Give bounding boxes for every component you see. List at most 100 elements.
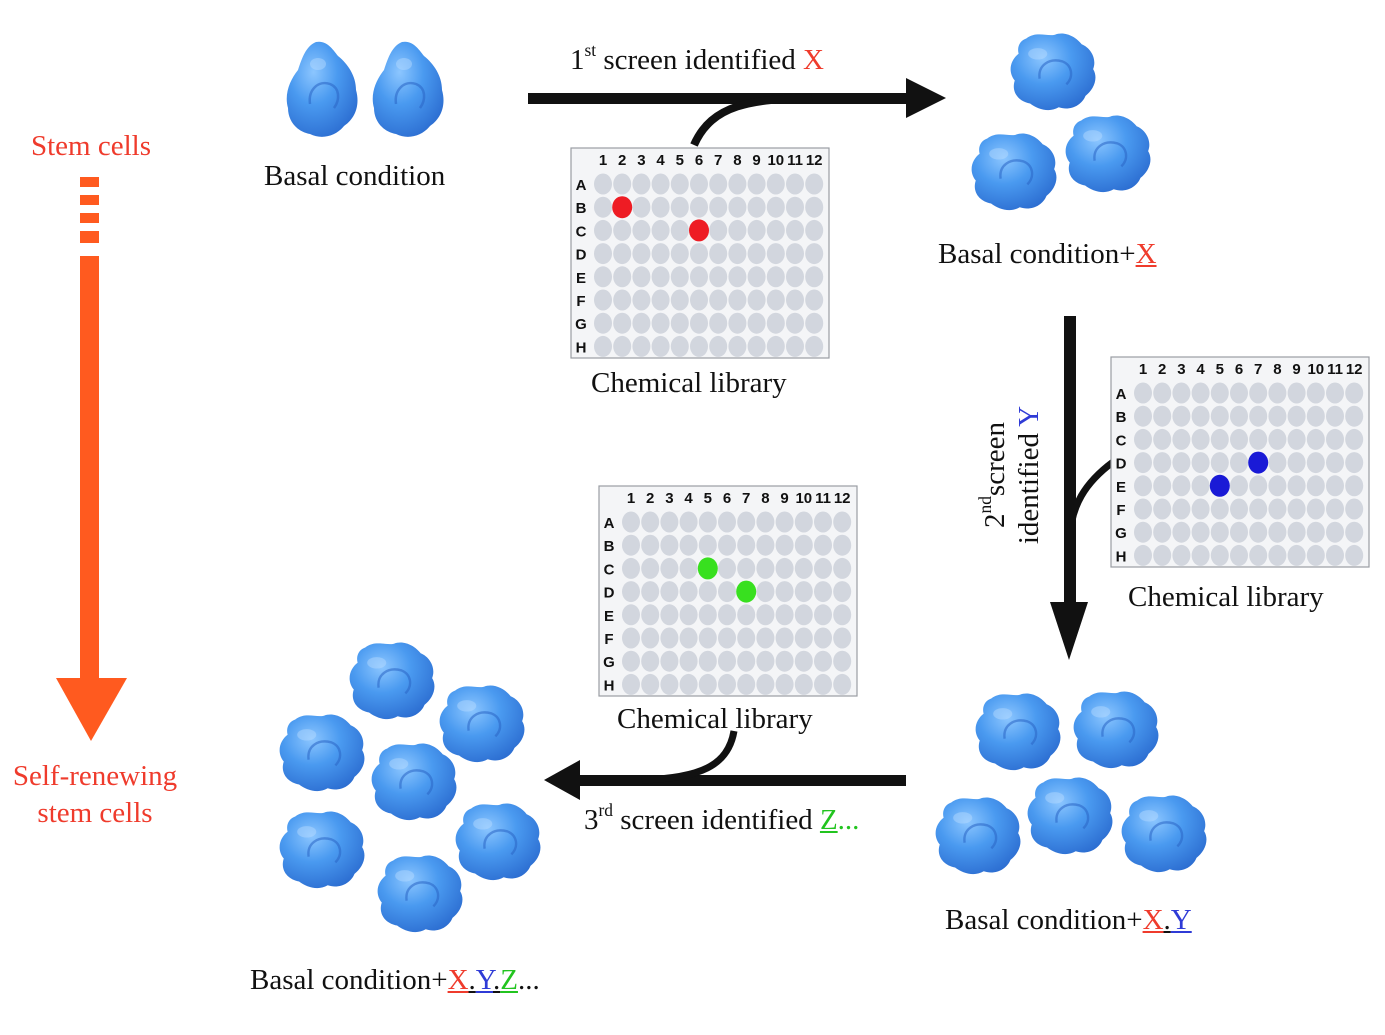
screen-arrow-3 (544, 730, 906, 800)
plate-well (766, 289, 785, 311)
plate-well (670, 335, 689, 357)
plate-well (794, 604, 813, 626)
plate-column-label: 9 (1292, 361, 1300, 378)
plate-well (814, 604, 832, 626)
hit-well (689, 219, 709, 242)
plate-well (1268, 428, 1287, 450)
plate-well (786, 173, 804, 195)
plate-well (1230, 405, 1248, 427)
plate-well (1345, 521, 1364, 543)
plate-well (613, 219, 632, 241)
plate-well (1134, 475, 1152, 497)
plate-well (632, 289, 651, 311)
plate-well (670, 219, 689, 241)
plate-well (660, 673, 679, 695)
plate-well (1345, 452, 1364, 474)
plate-well (747, 266, 766, 288)
stem-cell (376, 854, 464, 934)
plate-well (1326, 428, 1344, 450)
plate-well (670, 243, 689, 265)
plate-row-label: B (1116, 409, 1127, 426)
plate-well (641, 673, 660, 695)
plate-well (632, 219, 651, 241)
stem-cell (1072, 690, 1160, 770)
plate-well (794, 673, 813, 695)
cells-basal-x (970, 32, 1152, 212)
plate-well (814, 673, 832, 695)
plate-well (670, 196, 689, 218)
plate-well (794, 534, 813, 556)
plate-well (833, 650, 852, 672)
plate-well (1134, 428, 1152, 450)
plate-row-label: E (576, 270, 586, 287)
plate-well (622, 581, 640, 603)
plate-well (679, 604, 698, 626)
plate-well (679, 650, 698, 672)
plate-well (622, 650, 640, 672)
plate-well (594, 266, 612, 288)
plate-well (660, 650, 679, 672)
plate-well (814, 511, 832, 533)
dash-segment (80, 213, 99, 223)
plate-well (641, 581, 660, 603)
plate-column-label: 3 (665, 490, 673, 507)
plate-well (1230, 382, 1248, 404)
plate-well (1345, 405, 1364, 427)
plate-well (1287, 498, 1306, 520)
plate-well (1287, 452, 1306, 474)
plate-column-label: 12 (1346, 361, 1363, 378)
plate-well (1153, 521, 1172, 543)
plate-row-label: H (576, 339, 587, 356)
plate-well (737, 650, 756, 672)
plate-well (679, 627, 698, 649)
plate-well (622, 627, 640, 649)
plate-well (1172, 428, 1191, 450)
plate-well (1306, 452, 1325, 474)
plate-well (1230, 452, 1248, 474)
plate-well (698, 581, 717, 603)
plate-well (1326, 475, 1344, 497)
plate-well (660, 511, 679, 533)
plate-well (1172, 452, 1191, 474)
plate-well (1326, 498, 1344, 520)
stem-cell (1026, 776, 1114, 856)
plate-well (1230, 498, 1248, 520)
plate-well (718, 673, 736, 695)
plate-well (737, 534, 756, 556)
plate-well (814, 581, 832, 603)
plate-well (718, 557, 736, 579)
plate-well (1326, 405, 1344, 427)
plate-column-label: 4 (656, 152, 665, 169)
plate-well (613, 335, 632, 357)
plate-well (622, 534, 640, 556)
plate-well (775, 534, 794, 556)
plate-well (1153, 452, 1172, 474)
plate-well (651, 289, 670, 311)
plate-well (632, 173, 651, 195)
plate-row-label: F (576, 293, 585, 310)
plate-well (756, 534, 775, 556)
plate-well (698, 534, 717, 556)
plate-well (1345, 475, 1364, 497)
plate-column-label: 4 (684, 490, 693, 507)
plate-well (1134, 382, 1152, 404)
screen-arrow-1 (528, 78, 946, 147)
plate-well (1268, 521, 1287, 543)
plate-well (805, 335, 824, 357)
plate-well (775, 604, 794, 626)
plate-well (641, 650, 660, 672)
hit-well (1248, 451, 1269, 474)
plate-well (670, 312, 689, 334)
plate-well (728, 243, 747, 265)
library-label-3: Chemical library (617, 703, 813, 735)
plate-well (1287, 475, 1306, 497)
first-screen-label: 1st screen identified X (570, 39, 824, 76)
plate-well (690, 312, 708, 334)
plate-well (775, 650, 794, 672)
plate-well (709, 289, 728, 311)
plate-well (1210, 452, 1229, 474)
plate-well (756, 650, 775, 672)
plate-well (1210, 498, 1229, 520)
plate-well (670, 266, 689, 288)
plate-well (1249, 428, 1268, 450)
